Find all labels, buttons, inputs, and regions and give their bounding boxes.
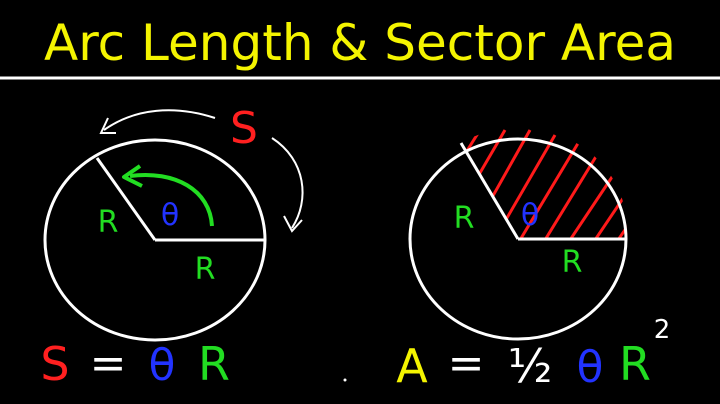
- arc-arrow-left: [103, 109, 216, 131]
- stray-dot: [343, 378, 347, 382]
- arc-length-diagram: S R R θ S = θ R: [40, 103, 304, 391]
- radius-label-bottom-right: R: [562, 245, 583, 280]
- radius-label-bottom: R: [195, 252, 216, 287]
- formula-theta-right: θ: [577, 342, 604, 393]
- formula-a: A: [396, 339, 428, 393]
- sector-shading: [461, 129, 627, 239]
- formula-theta-left: θ: [149, 340, 176, 391]
- right-radius-upper: [459, 142, 520, 240]
- arc-symbol-s: S: [230, 103, 258, 154]
- left-radius-upper: [95, 157, 157, 241]
- formula-s: S: [40, 337, 69, 391]
- formula-equals-left: =: [90, 338, 127, 389]
- angle-arrow: [129, 173, 214, 227]
- arc-arrowhead-left: [99, 117, 116, 134]
- arc-arrowhead-right: [283, 215, 303, 233]
- angle-theta-left: θ: [161, 198, 179, 233]
- arc-arrow-right: [271, 137, 304, 229]
- angle-theta-right: θ: [521, 198, 539, 233]
- formula-half: ½: [508, 339, 553, 393]
- radius-label-left-right: R: [454, 201, 475, 236]
- sector-area-diagram: R R θ A = ½ θ R 2: [396, 129, 671, 393]
- formula-r-left: R: [198, 337, 230, 391]
- angle-arrowhead: [122, 164, 143, 188]
- radius-label-left: R: [98, 205, 119, 240]
- formula-exponent: 2: [654, 315, 671, 345]
- page-title: Arc Length & Sector Area: [44, 14, 676, 72]
- formula-equals-right: =: [448, 338, 485, 389]
- formula-r-right: R: [619, 337, 651, 391]
